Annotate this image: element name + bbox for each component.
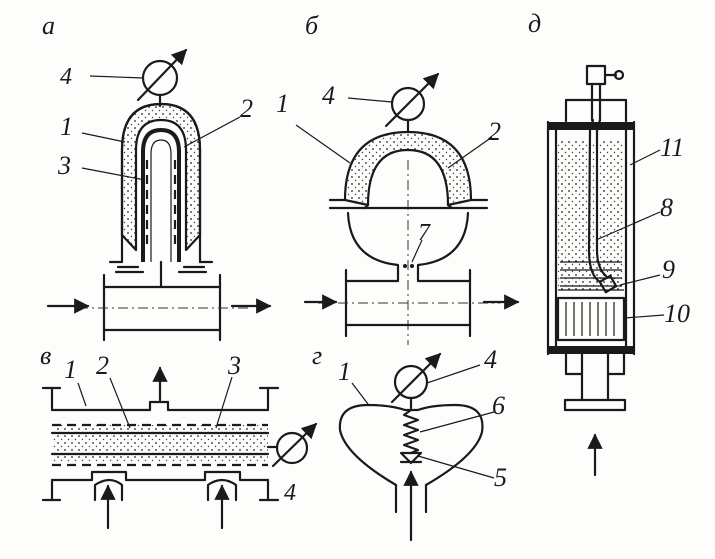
panel-b: б 4 7 1 2 <box>276 11 520 345</box>
gauge-4-icon <box>266 422 318 468</box>
label-10-d: 10 <box>664 299 690 328</box>
label-4-v: 4 <box>284 480 296 506</box>
label-7-b: 7 <box>418 220 431 246</box>
panel-g-letter: г <box>312 341 322 370</box>
gauge-4-icon <box>384 72 440 134</box>
piston-hatch <box>565 302 615 336</box>
label-1-b: 1 <box>276 89 289 118</box>
panel-v: в 4 1 2 3 <box>40 341 318 530</box>
label-1-v: 1 <box>64 355 77 384</box>
label-3-a: 3 <box>57 151 71 180</box>
label-8-d: 8 <box>660 193 673 222</box>
label-11-d: 11 <box>660 133 684 162</box>
panel-d: д <box>528 9 690 477</box>
panel-v-letter: в <box>40 341 51 370</box>
label-2-a: 2 <box>240 94 253 123</box>
panel-a: а 4 1 <box>42 11 272 342</box>
label-4-g: 4 <box>484 345 497 374</box>
label-3-v: 3 <box>227 351 241 380</box>
label-2-v: 2 <box>96 351 109 380</box>
label-5-g: 5 <box>494 463 507 492</box>
gauge-4-icon <box>136 48 188 108</box>
label-4-b: 4 <box>322 81 335 110</box>
label-1-g: 1 <box>338 357 351 386</box>
label-6-g: 6 <box>492 391 505 420</box>
label-9-d: 9 <box>662 255 675 284</box>
label-2-b: 2 <box>488 117 501 146</box>
label-1-a: 1 <box>60 112 73 141</box>
label-4-a: 4 <box>60 64 72 90</box>
panel-g: г 4 1 6 5 <box>312 341 507 542</box>
panel-b-letter: б <box>305 11 319 40</box>
panel-d-letter: д <box>528 9 541 38</box>
panel-a-letter: а <box>42 11 55 40</box>
gauge-4-icon <box>390 352 442 410</box>
